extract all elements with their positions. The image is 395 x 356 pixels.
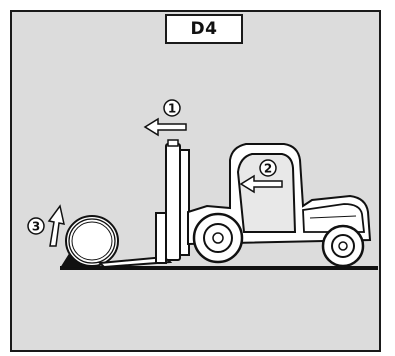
step-2-number: 2: [264, 162, 272, 176]
step-1-number: 1: [168, 102, 176, 116]
rear-wheel: [192, 212, 244, 264]
diagram-panel: [10, 10, 381, 352]
mast: [165, 139, 190, 261]
step-2-arrow-icon: [239, 174, 283, 194]
step-1-arrow-icon: [143, 117, 187, 137]
step-3-number: 3: [32, 220, 40, 234]
step-3-marker: 3: [27, 204, 65, 247]
step-1-marker: 1: [143, 99, 187, 137]
front-wheel: [321, 224, 365, 268]
diagram-title: D4: [165, 14, 243, 44]
step-3-arrow-icon: [47, 204, 65, 247]
step-2-marker: 2: [239, 159, 283, 194]
bale-roll: [65, 215, 119, 267]
